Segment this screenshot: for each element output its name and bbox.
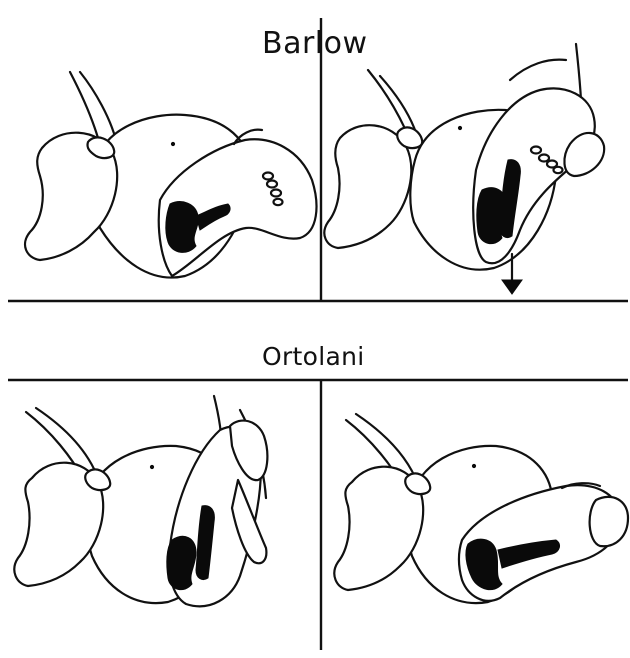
barlow-panel-start [25,72,316,278]
ortolani-title: Ortolani [262,342,365,371]
barlow-title: Barlow [262,26,368,61]
ortolani-panel-start [14,396,267,606]
push-down-arrow-icon [502,280,522,294]
barlow-panel-displaced [324,44,604,294]
ortolani-panel-abducted [334,414,628,603]
